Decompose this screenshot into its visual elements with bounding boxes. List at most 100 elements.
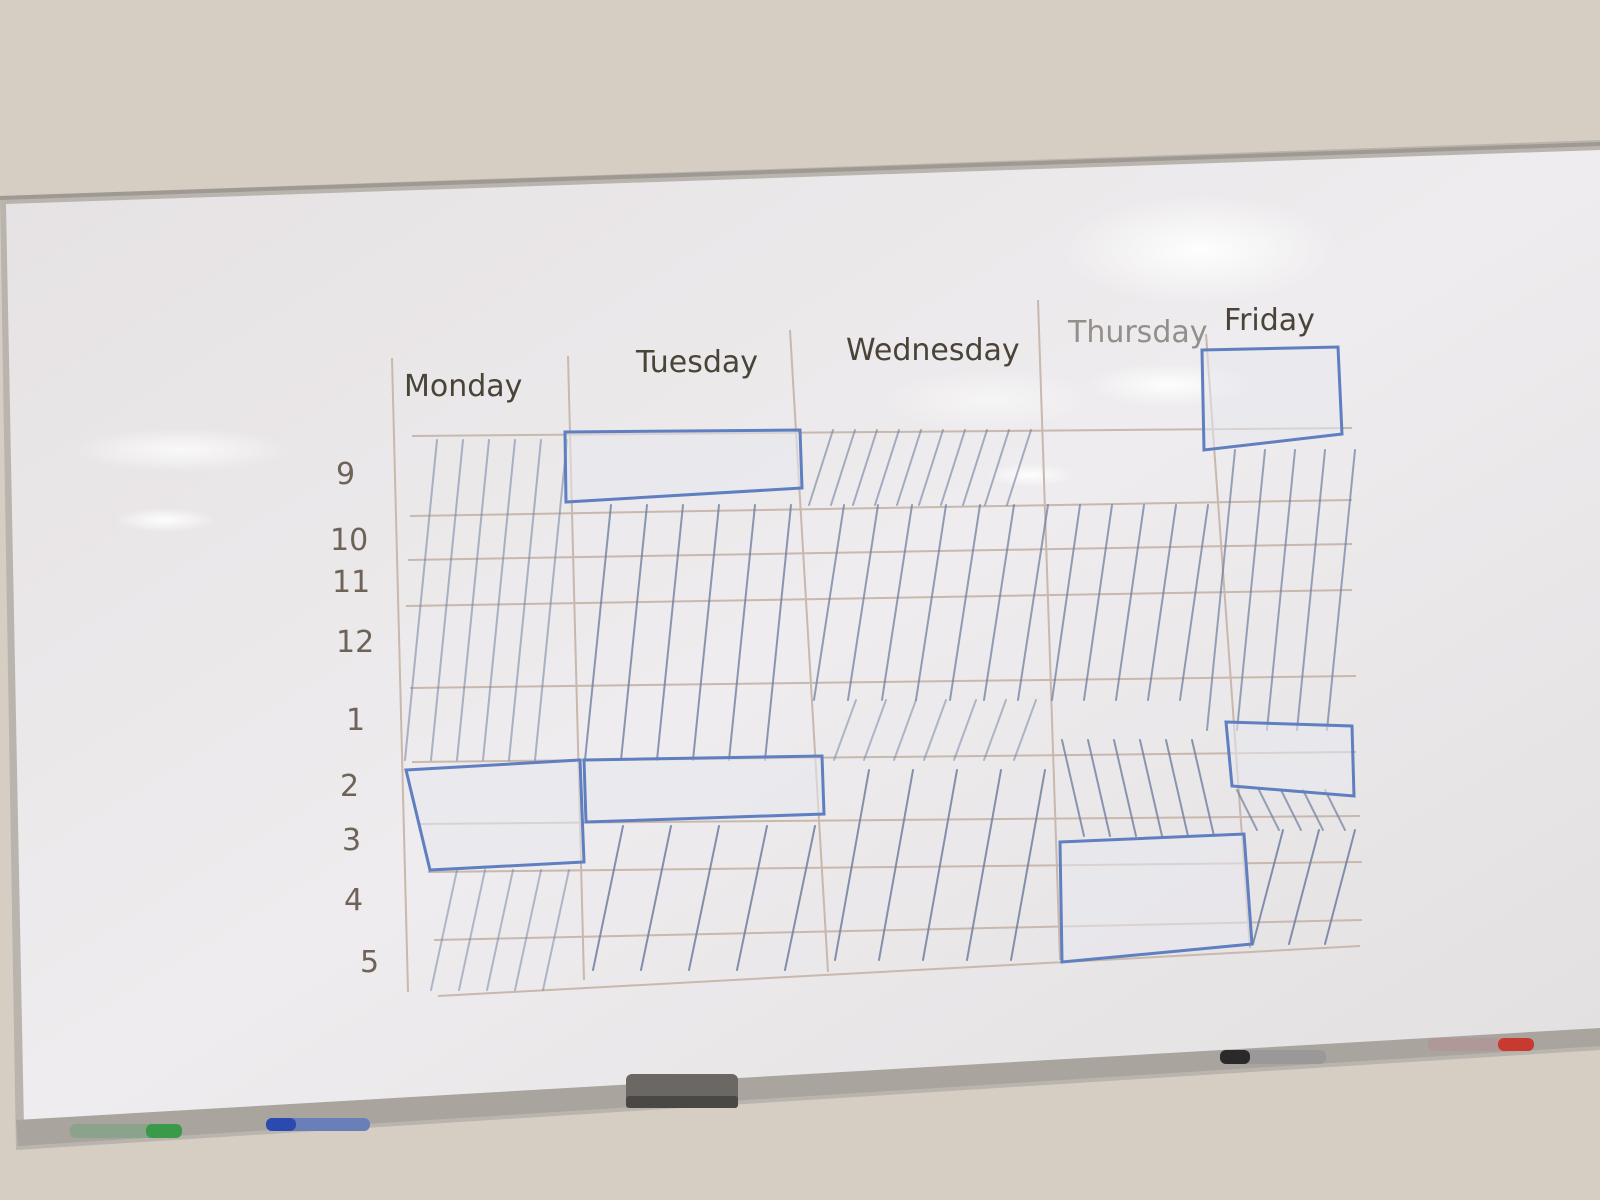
hatch-stroke bbox=[1252, 829, 1284, 945]
hatch-stroke bbox=[458, 869, 486, 991]
hatch-stroke bbox=[1296, 449, 1326, 731]
hatch-stroke bbox=[1061, 739, 1085, 837]
free-slot-tuesday-9 bbox=[563, 428, 804, 504]
day-label-tuesday: Tuesday bbox=[635, 345, 758, 380]
hatch-stroke bbox=[1266, 449, 1296, 731]
hatch-stroke bbox=[482, 439, 516, 761]
hatch-stroke bbox=[620, 504, 648, 761]
hour-label-12: 12 bbox=[336, 625, 374, 660]
hatch-stroke bbox=[1010, 769, 1046, 961]
day-label-thursday: Thursday bbox=[1067, 315, 1208, 350]
hour-label-3: 3 bbox=[342, 823, 361, 858]
whiteboard-surface bbox=[6, 150, 1600, 1128]
hatch-stroke bbox=[983, 699, 1007, 761]
hatch-stroke bbox=[915, 504, 947, 701]
hatch-stroke bbox=[1113, 739, 1137, 837]
hour-label-5: 5 bbox=[360, 945, 379, 980]
hatch-stroke bbox=[966, 769, 1002, 961]
grid-row-line bbox=[407, 543, 1353, 561]
hatch-stroke bbox=[834, 769, 870, 961]
hatch-stroke bbox=[1206, 449, 1236, 731]
hatch-stroke bbox=[1191, 739, 1215, 837]
hatch-stroke bbox=[953, 699, 977, 761]
hatch-stroke bbox=[923, 699, 947, 761]
hatch-stroke bbox=[1288, 829, 1320, 945]
free-slot-boxes bbox=[404, 345, 1356, 964]
hatch-stroke bbox=[813, 504, 845, 701]
hatch-stroke bbox=[1280, 789, 1302, 831]
day-label-monday: Monday bbox=[404, 369, 522, 404]
day-label-wednesday: Wednesday bbox=[846, 333, 1020, 368]
day-label-friday: Friday bbox=[1224, 303, 1315, 338]
hatch-stroke bbox=[1165, 739, 1189, 837]
hatch-stroke bbox=[1006, 429, 1032, 506]
hatch-stroke bbox=[922, 769, 958, 961]
free-slot-friday-1 bbox=[1224, 720, 1356, 798]
hatch-stroke bbox=[584, 504, 612, 761]
hatch-stroke bbox=[1236, 789, 1258, 831]
hatch-stroke bbox=[692, 504, 720, 761]
green-marker-cap bbox=[146, 1124, 182, 1138]
eraser-felt bbox=[626, 1096, 738, 1108]
hatch-stroke bbox=[1147, 504, 1177, 701]
hatch-stroke bbox=[430, 439, 464, 761]
hatch-stroke bbox=[1236, 449, 1266, 731]
hatch-stroke bbox=[893, 699, 917, 761]
hour-label-10: 10 bbox=[330, 523, 368, 558]
hatch-stroke bbox=[508, 439, 542, 761]
hour-label-4: 4 bbox=[344, 883, 363, 918]
hatch-stroke bbox=[808, 429, 834, 506]
grid-row-line bbox=[409, 675, 1357, 689]
hatch-stroke bbox=[456, 439, 490, 761]
hatch-stroke bbox=[1324, 829, 1356, 945]
hatch-stroke bbox=[736, 825, 768, 971]
free-slot-friday-early bbox=[1200, 345, 1344, 452]
blue-marker-cap bbox=[266, 1118, 296, 1131]
hatch-stroke bbox=[830, 429, 856, 506]
grid-row-line bbox=[437, 945, 1361, 997]
black-marker-cap bbox=[1220, 1050, 1250, 1064]
hatch-stroke bbox=[918, 429, 944, 506]
hatch-stroke bbox=[1326, 449, 1356, 731]
hatch-stroke bbox=[1013, 699, 1037, 761]
hatch-stroke bbox=[1179, 504, 1209, 701]
hatch-stroke bbox=[542, 869, 570, 991]
hour-label-2: 2 bbox=[340, 769, 359, 804]
schedule-grid bbox=[391, 299, 1363, 997]
hatch-stroke bbox=[881, 504, 913, 701]
grid-row-line bbox=[409, 499, 1353, 517]
hatch-stroke bbox=[1324, 789, 1346, 831]
hour-label-11: 11 bbox=[332, 565, 370, 600]
hatch-stroke bbox=[592, 825, 624, 971]
hour-labels: 9 10 11 12 1 2 3 4 5 bbox=[330, 457, 379, 980]
hatch-stroke bbox=[984, 429, 1010, 506]
grid-column-line bbox=[391, 357, 409, 993]
free-slot-tuesday-2 bbox=[582, 754, 826, 824]
hatch-stroke bbox=[404, 439, 438, 761]
hatch-stroke bbox=[833, 699, 857, 761]
grid-row-line bbox=[405, 589, 1353, 607]
markers bbox=[70, 1038, 1534, 1138]
hatch-stroke bbox=[1087, 739, 1111, 837]
grid-column-line bbox=[1037, 299, 1061, 961]
hatch-stroke bbox=[486, 869, 514, 991]
hatch-stroke bbox=[852, 429, 878, 506]
day-headers: Monday Tuesday Wednesday Thursday Friday bbox=[404, 303, 1315, 404]
hatch-stroke bbox=[896, 429, 922, 506]
hatch-stroke bbox=[764, 504, 792, 761]
hatch-stroke bbox=[1051, 504, 1081, 701]
hatch-stroke bbox=[688, 825, 720, 971]
hatch-stroke bbox=[1017, 504, 1049, 701]
hatch-stroke bbox=[983, 504, 1015, 701]
marker-tray bbox=[16, 1028, 1600, 1146]
hatch-stroke bbox=[878, 769, 914, 961]
hatch-stroke bbox=[949, 504, 981, 701]
hatch-stroke bbox=[1258, 789, 1280, 831]
board-top-rail bbox=[0, 142, 1600, 200]
hatch-stroke bbox=[863, 699, 887, 761]
free-slot-thursday-3 bbox=[1058, 832, 1254, 964]
hatch-stroke bbox=[847, 504, 879, 701]
free-slot-monday-2 bbox=[404, 758, 586, 872]
hatch-stroke bbox=[1083, 504, 1113, 701]
